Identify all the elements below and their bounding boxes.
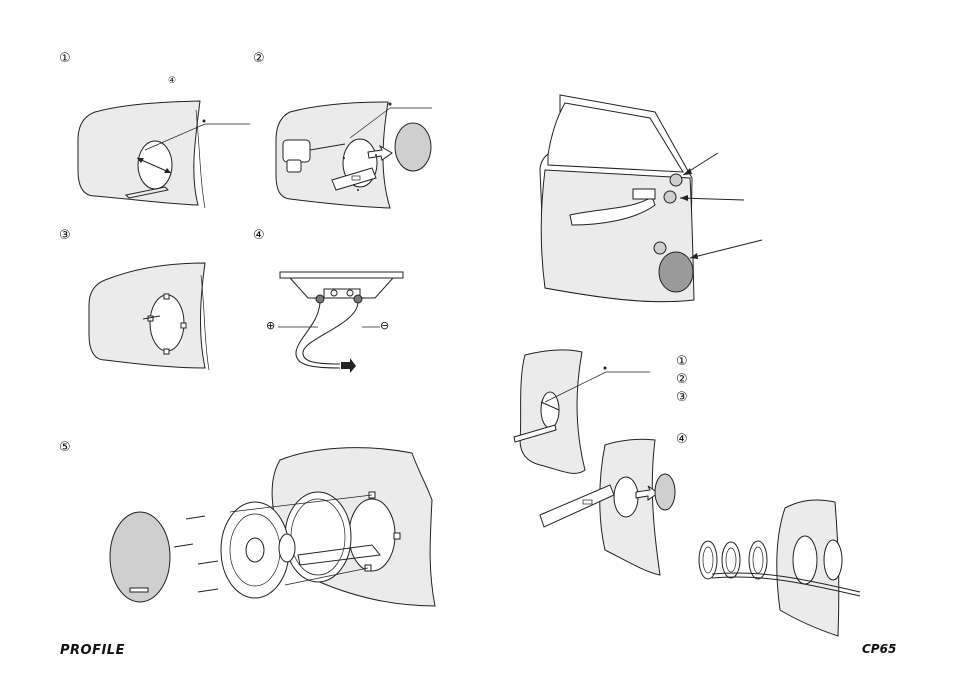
figure-5-exploded-assembly — [110, 448, 435, 606]
figure-1-mark-hole — [78, 101, 250, 208]
figure-2-cut-hole — [276, 102, 432, 208]
door-panel-cutout-sequence — [514, 350, 675, 575]
mounting-rings-sequence — [699, 500, 860, 636]
figure-4-wiring — [278, 272, 403, 373]
car-door-illustration — [540, 95, 762, 302]
figure-3-mount-bracket — [89, 263, 209, 370]
